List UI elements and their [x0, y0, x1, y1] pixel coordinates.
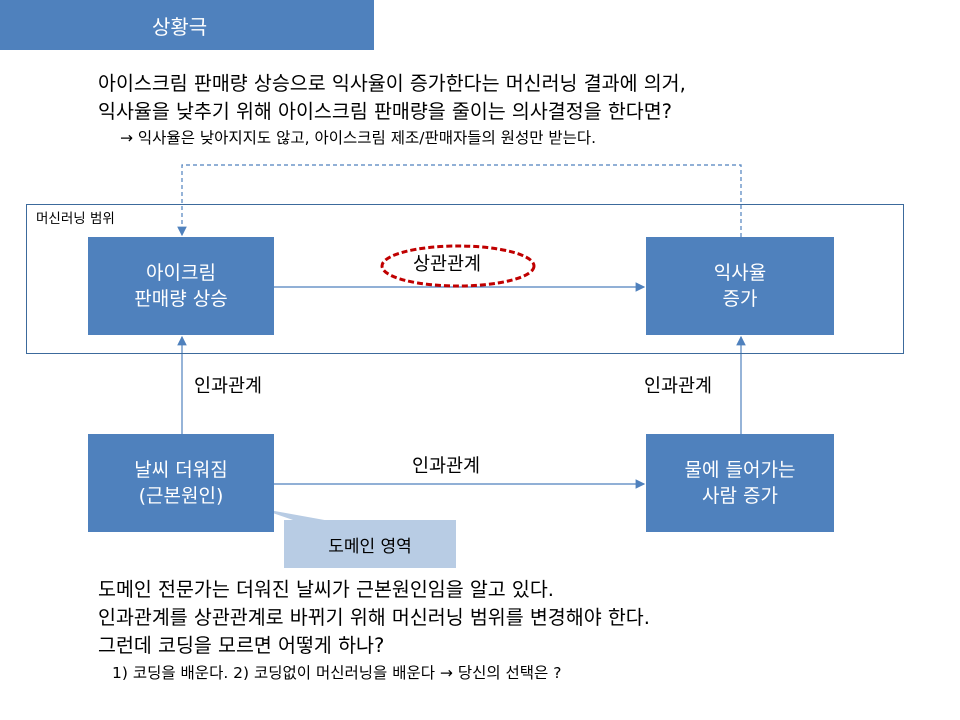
- slide-title: 상황극: [152, 14, 208, 39]
- node-drowning-rate: 익사율 증가: [646, 237, 834, 335]
- conclusion-text: 도메인 전문가는 더워진 날씨가 근본원인임을 알고 있다. 인과관계를 상관관…: [98, 576, 650, 686]
- edge-label-causal-left: 인과관계: [194, 376, 263, 397]
- slide-title-bar: 상황극: [0, 0, 374, 50]
- feedback-dashed-arrow: [177, 164, 742, 237]
- conclusion-line-3: 그런데 코딩을 모르면 어떻게 하나?: [98, 634, 385, 657]
- domain-area-callout: 도메인 영역: [284, 520, 456, 568]
- node-water-line-2: 사람 증가: [702, 485, 778, 507]
- correlation-highlight: [380, 244, 536, 288]
- conclusion-line-2: 인과관계를 상관관계로 바뀌기 위해 머신러닝 범위를 변경해야 한다.: [98, 606, 650, 629]
- intro-line-1: 아이스크림 판매량 상승으로 익사율이 증가한다는 머신러닝 결과에 의거,: [98, 72, 686, 95]
- intro-line-2: 익사율을 낮추기 위해 아이스크림 판매량을 줄이는 의사결정을 한다면?: [98, 100, 672, 123]
- ml-scope-frame: [26, 204, 904, 354]
- intro-line-3: → 익사율은 낮아지지도 않고, 아이스크림 제조/판매자들의 원성만 받는다.: [120, 129, 597, 147]
- node-ice-cream-sales: 아이크림 판매량 상승: [88, 237, 274, 335]
- edge-label-causal-right: 인과관계: [644, 376, 713, 397]
- ml-scope-label: 머신러닝 범위: [36, 211, 115, 227]
- edge-label-causal-bottom: 인과관계: [412, 456, 481, 477]
- conclusion-line-1: 도메인 전문가는 더워진 날씨가 근본원인임을 알고 있다.: [98, 578, 555, 601]
- node-water-line-1: 물에 들어가는: [684, 459, 796, 481]
- conclusion-line-4: 1) 코딩을 배운다. 2) 코딩없이 머신러닝을 배운다 → 당신의 선택은 …: [112, 664, 562, 682]
- node-weather-line-1: 날씨 더워짐: [134, 459, 228, 481]
- node-ice-cream-line-1: 아이크림: [146, 262, 216, 284]
- node-drowning-line-2: 증가: [722, 288, 758, 310]
- domain-area-label: 도메인 영역: [328, 536, 412, 557]
- intro-text: 아이스크림 판매량 상승으로 익사율이 증가한다는 머신러닝 결과에 의거, 익…: [98, 70, 686, 150]
- node-hot-weather: 날씨 더워짐 (근본원인): [88, 434, 274, 532]
- node-ice-cream-line-2: 판매량 상승: [134, 288, 228, 310]
- node-weather-line-2: (근본원인): [138, 485, 224, 507]
- callout-pointer: [258, 508, 330, 521]
- node-drowning-line-1: 익사율: [713, 262, 767, 284]
- node-people-in-water: 물에 들어가는 사람 증가: [646, 434, 834, 532]
- edge-label-correlation: 상관관계: [413, 254, 482, 275]
